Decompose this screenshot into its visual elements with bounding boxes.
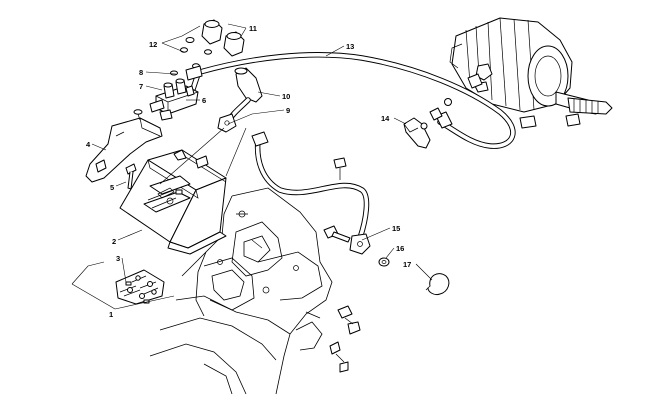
- callout-15: 15: [392, 224, 400, 233]
- callout-13: 13: [346, 42, 354, 51]
- clamp-ring-17: [425, 273, 450, 295]
- lock-washer-16: [378, 257, 390, 267]
- terminal-boots-11: [201, 19, 245, 57]
- battery-cable-10: [217, 67, 263, 133]
- callout-14: 14: [381, 114, 390, 123]
- chassis-frame: [149, 187, 333, 395]
- callout-7: 7: [139, 82, 143, 91]
- battery-2: [119, 149, 227, 255]
- callout-6: 6: [202, 96, 206, 105]
- callout-12: 12: [149, 40, 157, 49]
- callout-8: 8: [139, 68, 143, 77]
- callout-9: 9: [286, 106, 290, 115]
- callout-11: 11: [249, 24, 257, 33]
- callout-2: 2: [112, 237, 116, 246]
- ground-cable-9: [251, 131, 371, 255]
- leader-lines: [71, 23, 433, 310]
- callout-5: 5: [110, 183, 114, 192]
- callout-3: 3: [116, 254, 120, 263]
- callout-16: 16: [396, 244, 404, 253]
- battery-cable-13: [197, 52, 516, 149]
- decal-set-3: [115, 269, 165, 305]
- callout-4: 4: [86, 140, 91, 149]
- ground-bolt-15: [323, 225, 351, 243]
- bolt-5: [125, 163, 137, 190]
- starter-solenoid-7: [149, 70, 199, 121]
- battery-bracket-4: [85, 109, 163, 183]
- callout-labels: 1 2 3 4 5 6 7 8 9 10 11 12 13 14 15 16 1…: [86, 24, 411, 319]
- callout-1: 1: [109, 310, 113, 319]
- callout-10: 10: [282, 92, 290, 101]
- callout-17: 17: [403, 260, 411, 269]
- frame-hardware: [329, 305, 361, 373]
- terminal-boot-14: [403, 117, 431, 149]
- starter-motor: [449, 17, 613, 129]
- nuts-12: [180, 37, 212, 69]
